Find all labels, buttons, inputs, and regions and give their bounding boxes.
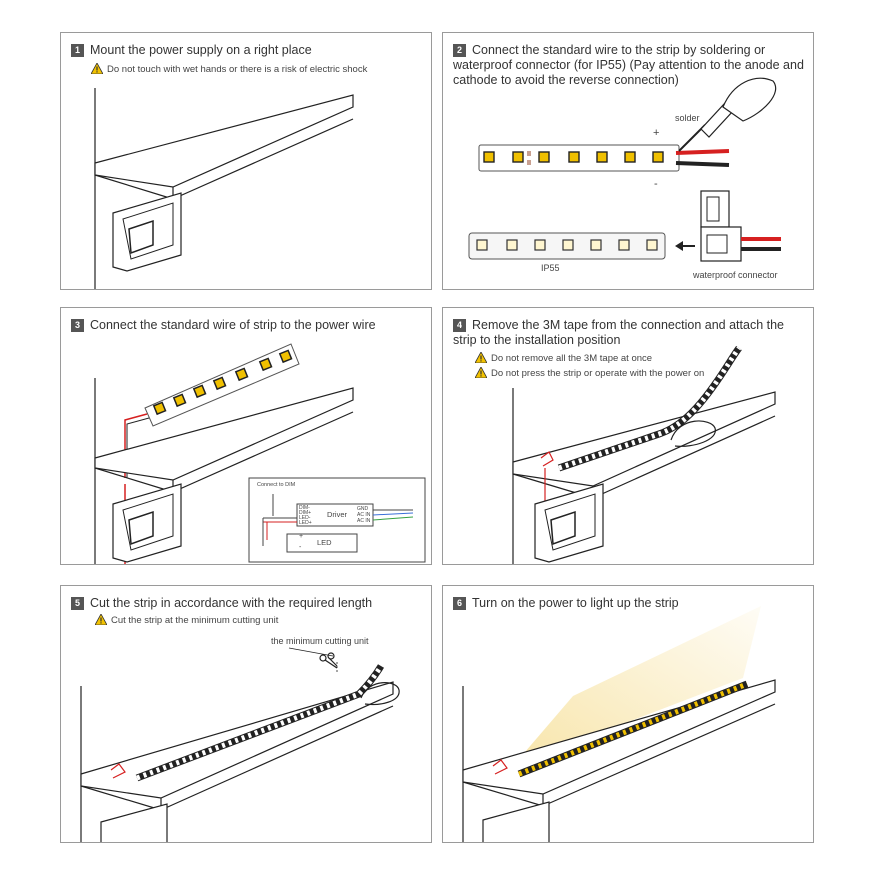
cathode-sign: - <box>654 178 658 190</box>
warning-icon <box>475 367 487 378</box>
wiring-illustration <box>94 343 426 564</box>
warning-note: Do not touch with wet hands or there is … <box>91 63 367 76</box>
warning-icon <box>91 63 103 74</box>
driver-label: Driver <box>327 510 347 519</box>
step-1-panel: 1 Mount the power supply on a right place… <box>60 32 432 290</box>
plus-sign: + <box>299 533 304 540</box>
minus-sign: - <box>299 544 302 551</box>
led-chips <box>483 151 664 163</box>
light-glow <box>513 606 761 766</box>
led-label: LED <box>317 538 332 547</box>
gnd-label: GND <box>357 506 369 512</box>
step-title: Turn on the power to light up the strip <box>472 596 679 610</box>
ip55-label: IP55 <box>541 263 560 273</box>
step-number: 5 <box>71 597 84 610</box>
cutting-illustration <box>80 647 400 842</box>
ac-in-label-2: AC IN <box>357 518 371 524</box>
step-6-panel: 6 Turn on the power to light up the strip <box>442 585 814 843</box>
step-6-heading: 6 Turn on the power to light up the strip <box>453 596 805 611</box>
connect-to-dim-label: Connect to DIM <box>257 482 296 488</box>
step-title: Cut the strip in accordance with the req… <box>90 596 373 610</box>
anode-sign: + <box>653 127 660 139</box>
dim-minus-label: DIM- <box>299 505 310 511</box>
step-number: 6 <box>453 597 466 610</box>
step-number: 4 <box>453 319 466 332</box>
step-title: Remove the 3M tape from the connection a… <box>453 318 784 347</box>
step-5-panel: 5 Cut the strip in accordance with the re… <box>60 585 432 843</box>
step-title: Mount the power supply on a right place <box>90 43 312 57</box>
dim-plus-label: DIM+ <box>299 510 312 516</box>
led-minus-label: LED- <box>299 515 311 521</box>
step-3-heading: 3 Connect the standard wire of strip to t… <box>71 318 423 333</box>
scissors-icon <box>319 652 338 669</box>
light-on-illustration <box>462 606 776 842</box>
soldering-illustration <box>468 77 781 262</box>
solder-label: solder <box>675 113 700 123</box>
mounting-illustration <box>94 88 354 289</box>
warning-icon <box>475 352 487 363</box>
waterproof-connector-label: waterproof connector <box>693 270 778 280</box>
attach-strip-illustration <box>512 345 776 564</box>
led-plus-label: LED+ <box>299 520 312 526</box>
ac-in-label: AC IN <box>357 512 371 518</box>
warning-note: Cut the strip at the minimum cutting uni… <box>95 614 278 627</box>
warning-note: Do not remove all the 3M tape at once <box>475 352 652 365</box>
warning-icon <box>95 614 107 625</box>
step-title: Connect the standard wire of strip to th… <box>90 318 376 332</box>
warning-note: Do not press the strip or operate with t… <box>475 367 704 380</box>
step-5-heading: 5 Cut the strip in accordance with the re… <box>71 596 423 611</box>
step-number: 1 <box>71 44 84 57</box>
step-number: 2 <box>453 44 466 57</box>
step-title: Connect the standard wire to the strip b… <box>453 43 804 87</box>
step-3-panel: 3 Connect the standard wire of strip to t… <box>60 307 432 565</box>
step-number: 3 <box>71 319 84 332</box>
step-1-heading: 1 Mount the power supply on a right place <box>71 43 423 58</box>
minimum-cutting-unit-label: the minimum cutting unit <box>271 636 369 646</box>
